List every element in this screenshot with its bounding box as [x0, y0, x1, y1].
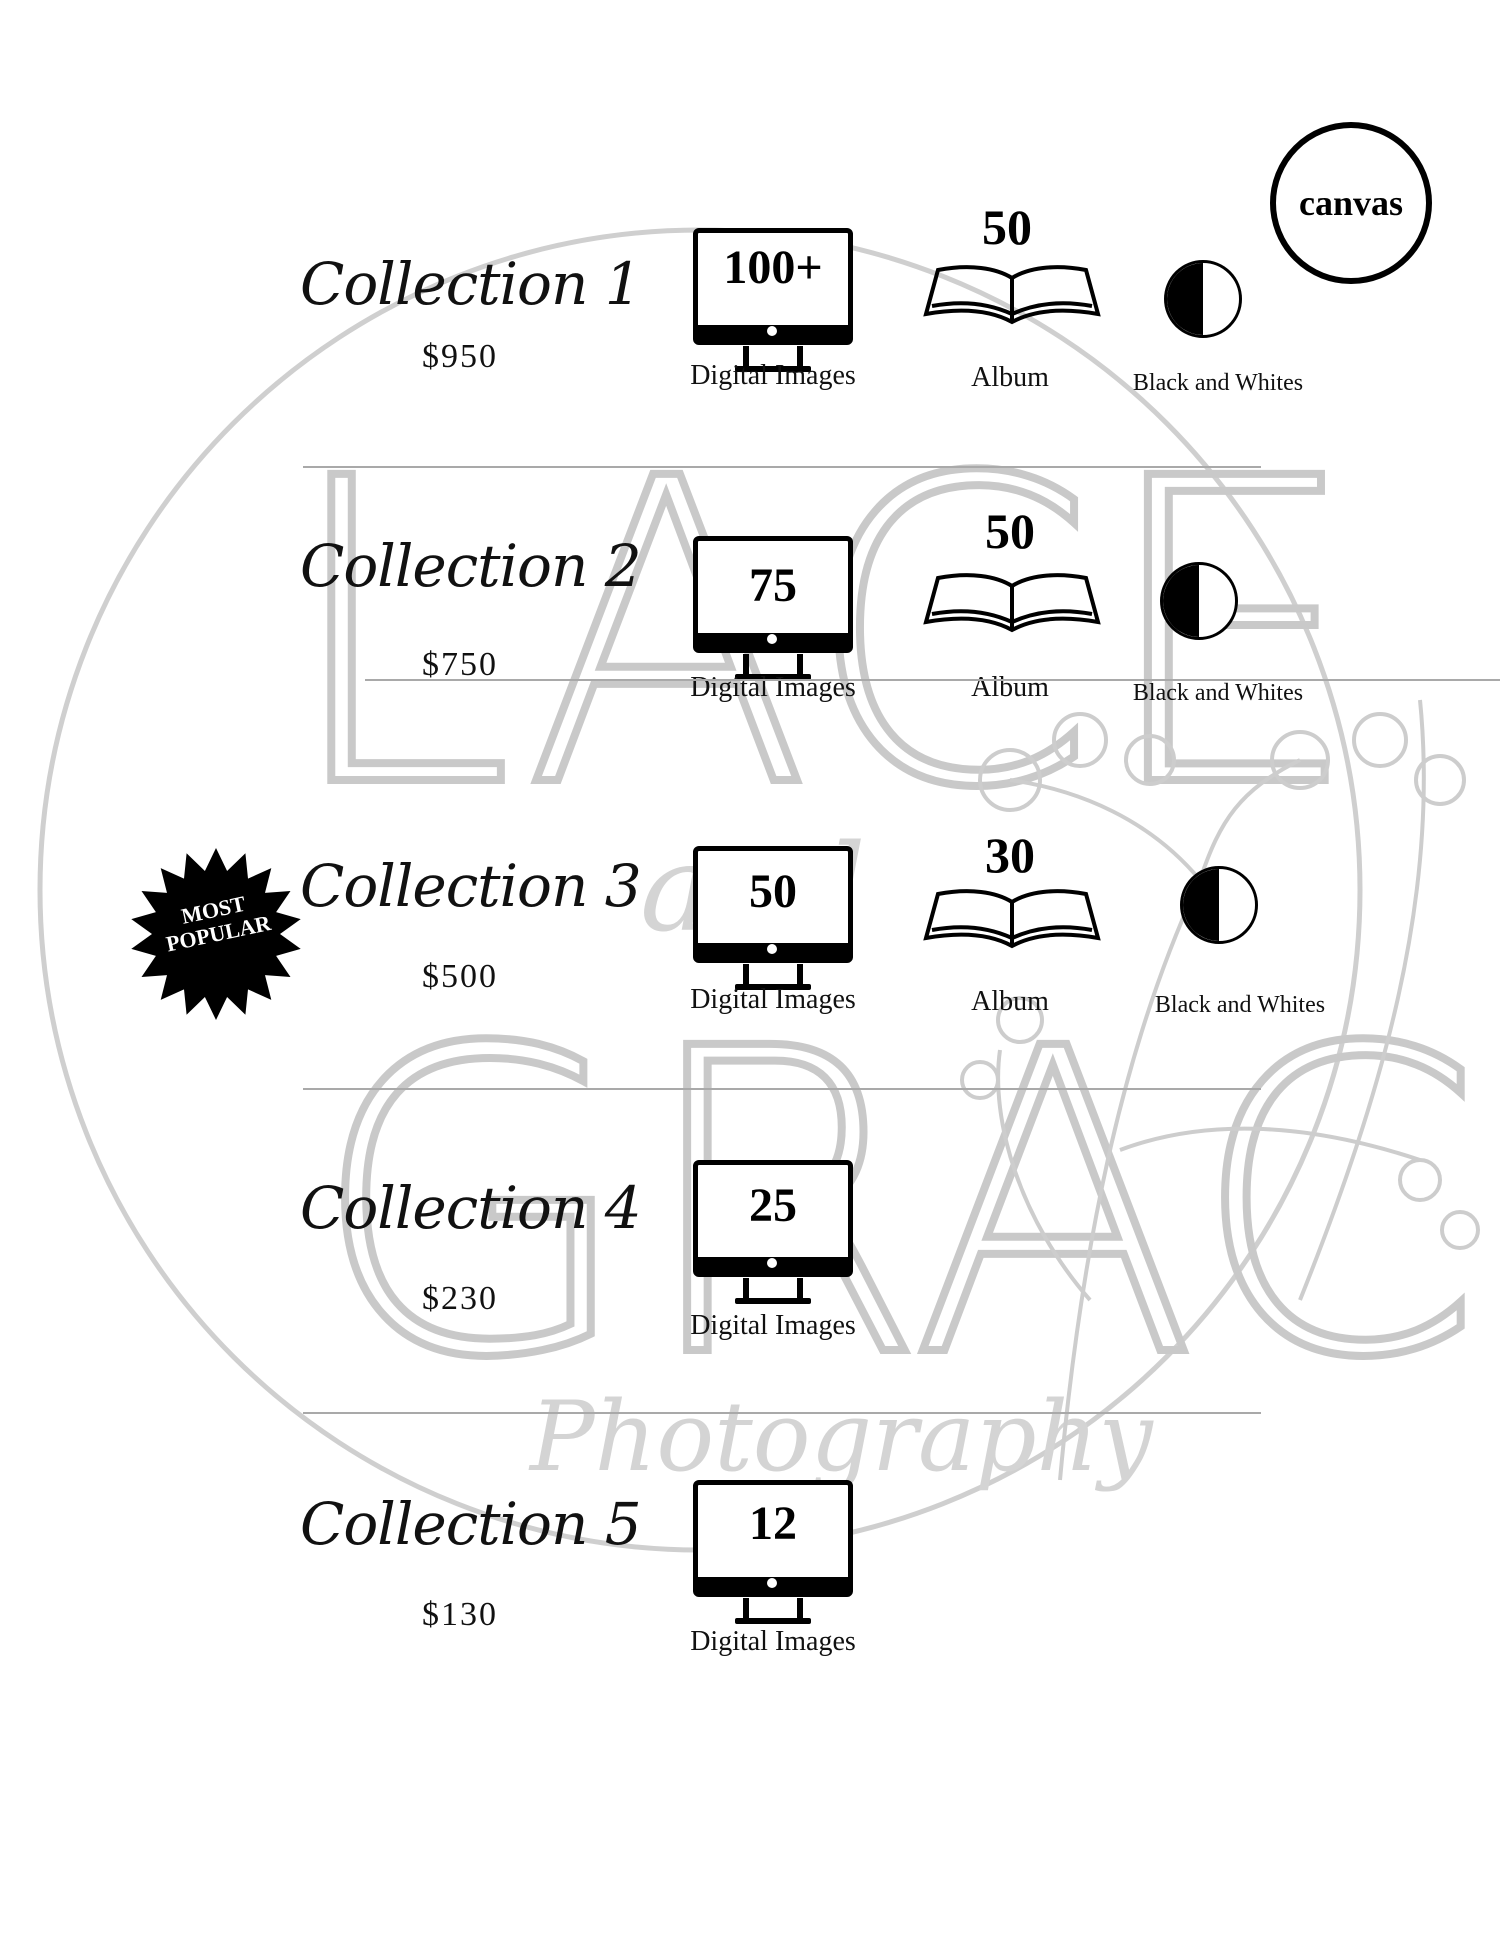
half-circle-icon — [1164, 260, 1242, 338]
bw-label: Black and Whites — [1154, 992, 1326, 1018]
digital-count: 75 — [749, 559, 797, 612]
album-pages: 50 — [985, 503, 1035, 559]
album-label: Album — [971, 986, 1049, 1017]
collection-title: Collection 2 — [300, 532, 642, 600]
divider — [303, 466, 1261, 468]
digital-count: 12 — [749, 1497, 797, 1550]
collection-price: $500 — [422, 958, 498, 995]
monitor-icon: 25 — [693, 1160, 853, 1306]
floral-sprig-icon — [960, 699, 1480, 1481]
collection-price: $230 — [422, 1280, 498, 1317]
digital-count: 50 — [749, 865, 797, 918]
collection-price: $750 — [422, 646, 498, 683]
most-popular-badge: MOST POPULAR — [128, 846, 304, 1022]
digital-label: Digital Images — [690, 984, 856, 1015]
digital-count: 25 — [749, 1179, 797, 1232]
bw-label: Black and Whites — [1132, 370, 1304, 396]
collection-price: $130 — [422, 1596, 498, 1633]
digital-label: Digital Images — [690, 1310, 856, 1341]
digital-count: 100+ — [723, 241, 823, 294]
monitor-icon: 100+ — [693, 228, 853, 374]
canvas-badge: canvas — [1270, 122, 1432, 284]
collection-price: $950 — [422, 338, 498, 375]
monitor-icon: 50 — [693, 846, 853, 992]
album-pages: 30 — [985, 827, 1035, 883]
open-book-icon — [923, 889, 1101, 949]
monitor-icon: 12 — [693, 1480, 853, 1626]
album-label: Album — [971, 362, 1049, 393]
digital-label: Digital Images — [690, 360, 856, 391]
divider — [365, 679, 1500, 681]
collection-title: Collection 1 — [300, 250, 642, 318]
digital-label: Digital Images — [690, 1626, 856, 1657]
collection-title: Collection 4 — [300, 1174, 642, 1242]
digital-label: Digital Images — [690, 672, 856, 703]
album-label: Album — [971, 672, 1049, 703]
half-circle-icon — [1160, 562, 1238, 640]
divider — [303, 1412, 1261, 1414]
collection-title: Collection 3 — [300, 852, 642, 920]
open-book-icon — [923, 573, 1101, 633]
half-circle-icon — [1180, 866, 1258, 944]
monitor-icon: 75 — [693, 536, 853, 682]
starburst-icon — [131, 848, 301, 1020]
bw-label: Black and Whites — [1132, 680, 1304, 706]
collection-title: Collection 5 — [300, 1490, 642, 1558]
divider — [303, 1088, 1261, 1090]
album-pages: 50 — [982, 199, 1032, 255]
watermark-text-sub: Photography — [528, 1381, 1154, 1493]
open-book-icon — [923, 265, 1101, 325]
canvas-badge-label: canvas — [1298, 183, 1403, 223]
